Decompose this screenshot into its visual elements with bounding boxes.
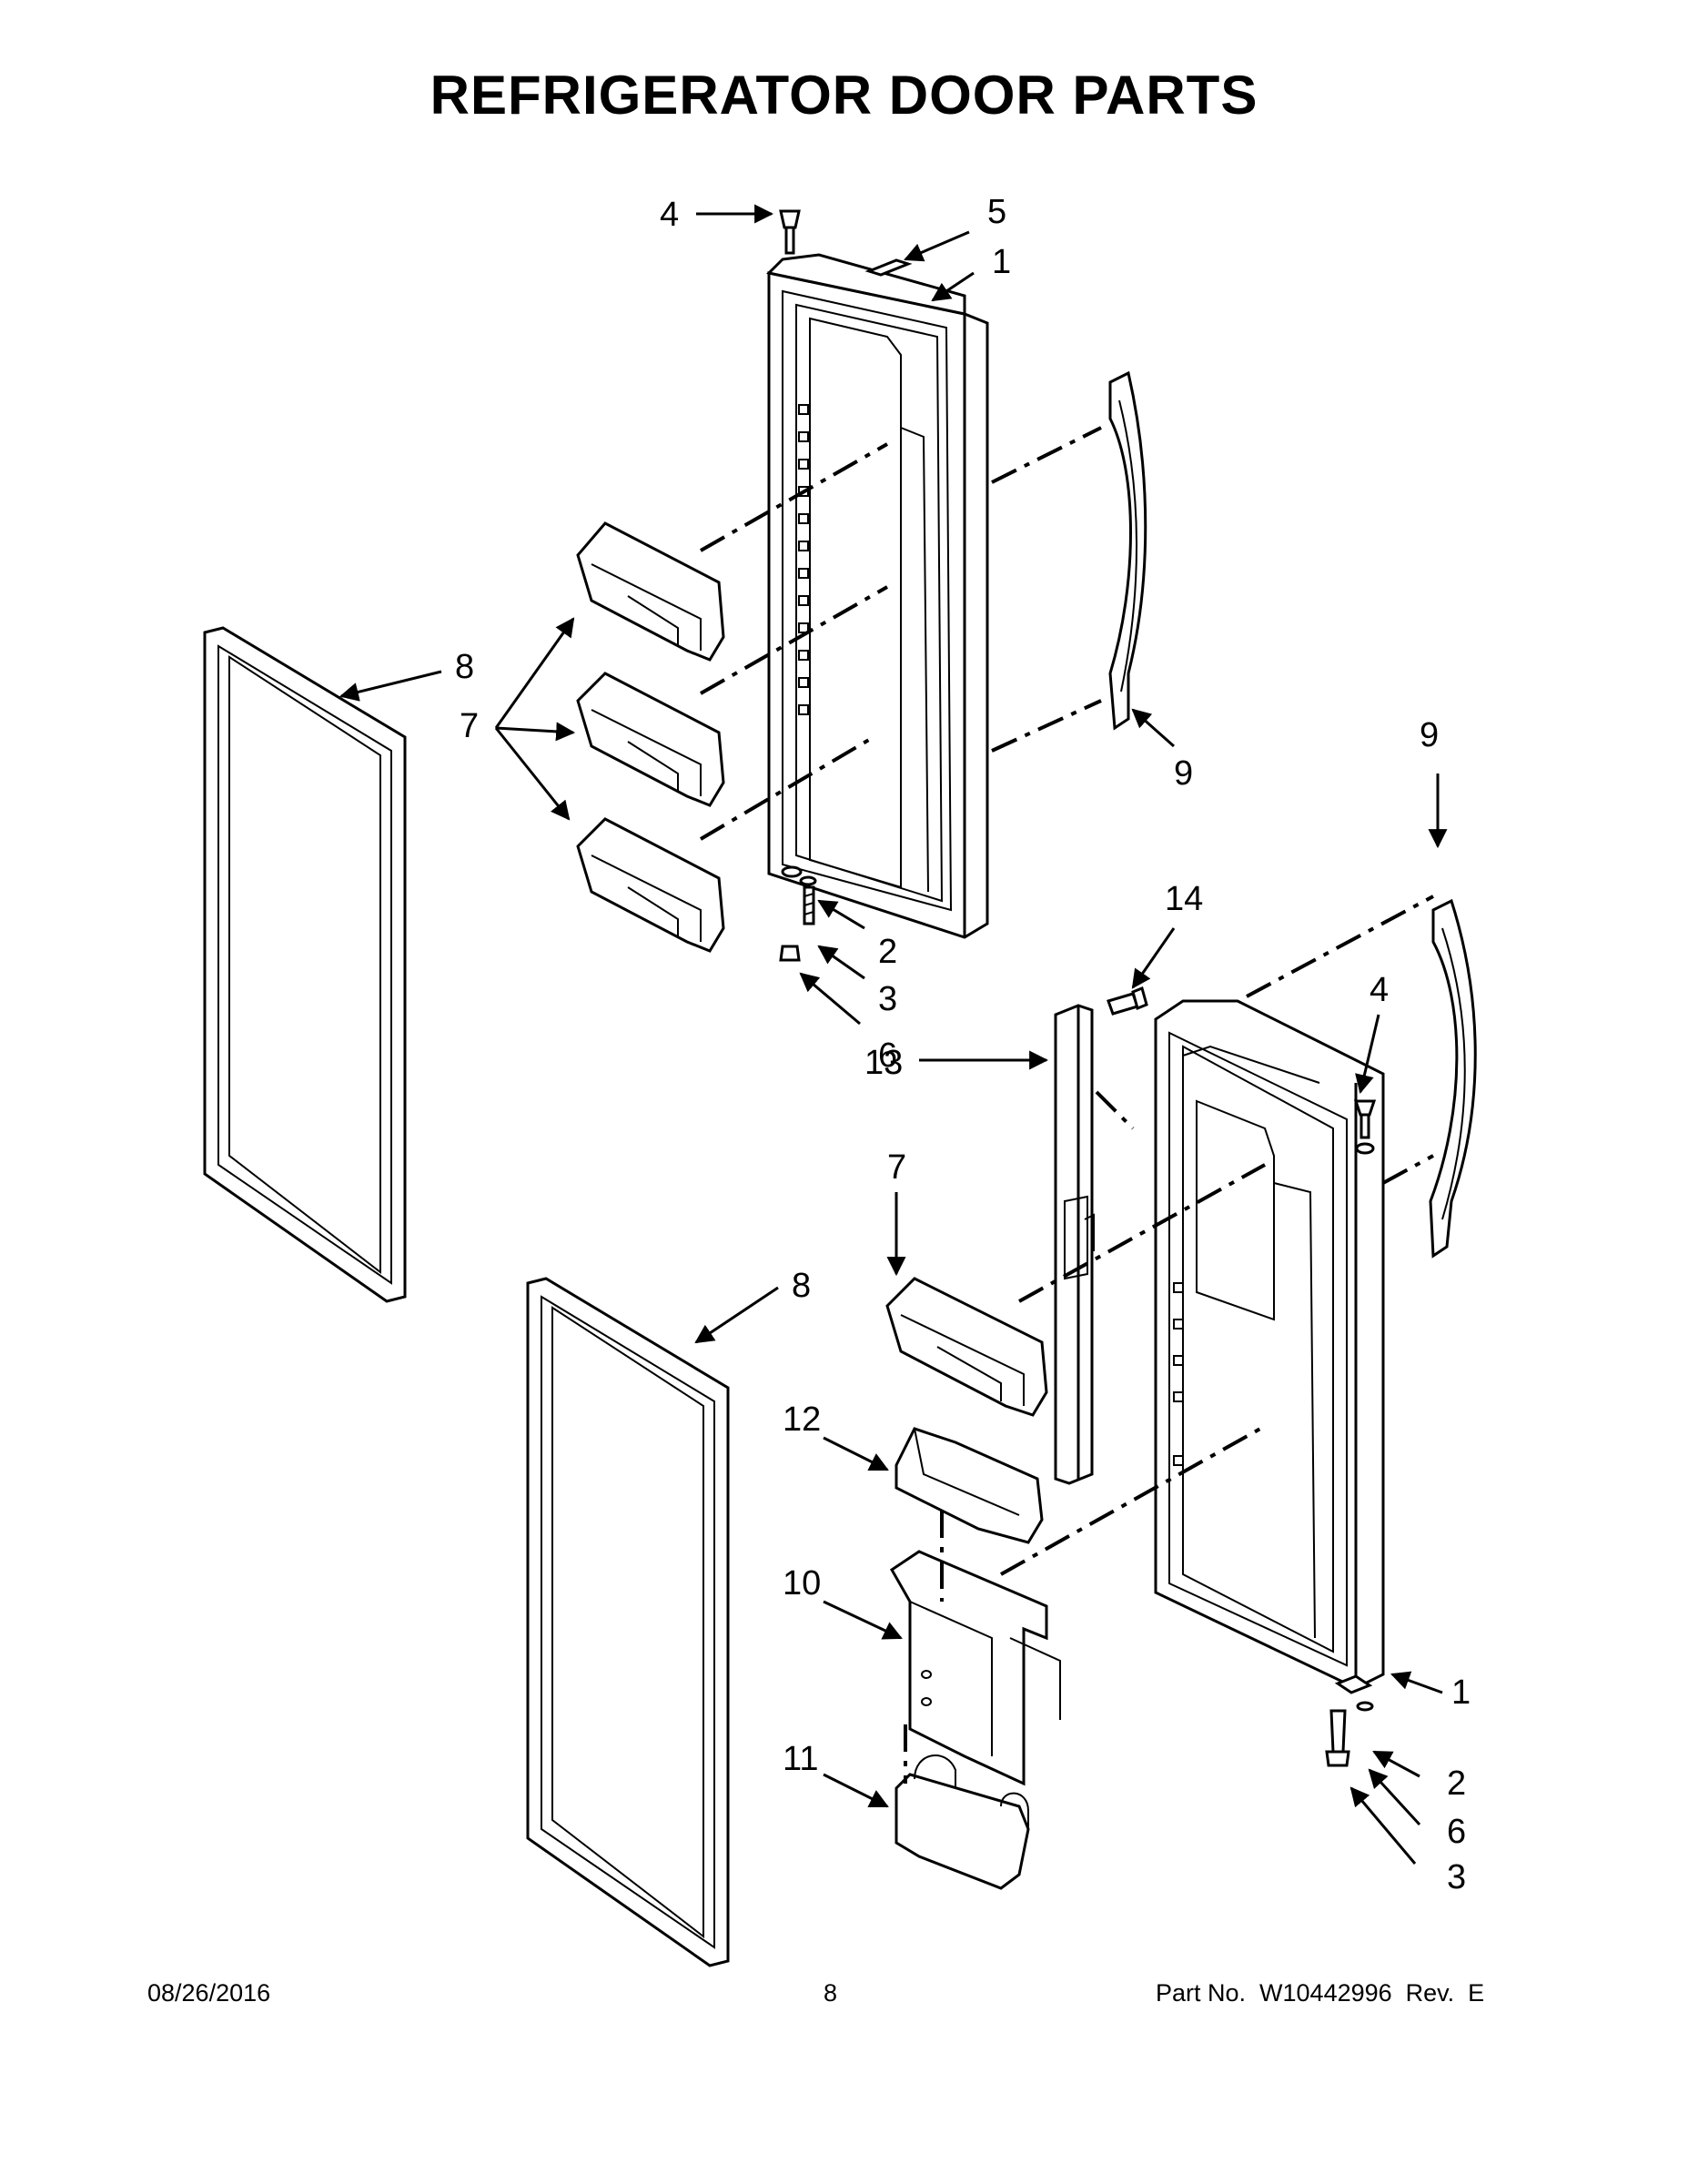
callout-6-left: 6 [878, 1036, 897, 1075]
callout-3-right: 3 [1447, 1858, 1466, 1896]
callout-5: 5 [987, 193, 1006, 231]
callout-12: 12 [783, 1400, 821, 1439]
callout-14: 14 [1165, 880, 1203, 918]
left-door [765, 253, 989, 939]
callout-2-right: 2 [1447, 1764, 1466, 1803]
door-gasket-left [203, 626, 407, 1303]
door-bin-3 [576, 817, 725, 953]
callout-4-top-left: 4 [660, 196, 679, 234]
hinge-pin-top-left [779, 209, 801, 255]
hinge-hardware-left [779, 865, 817, 962]
door-bin-1 [576, 521, 725, 662]
vertical-hinged-seal [1054, 1004, 1095, 1485]
callout-numbers: 4 5 1 8 7 9 2 3 6 9 14 4 13 7 8 12 10 11… [455, 193, 1471, 1896]
page-title: REFRIGERATOR DOOR PARTS [430, 65, 1258, 126]
callout-7-left: 7 [460, 707, 479, 745]
callout-6-right: 6 [1447, 1813, 1466, 1851]
footer-date: 08/26/2016 [147, 1979, 271, 2007]
door-handle-upper [1108, 370, 1147, 731]
screw [1107, 986, 1148, 1016]
callout-7-lower: 7 [887, 1148, 906, 1187]
right-door-bin-supports [1173, 1282, 1184, 1466]
hinge-plug [864, 258, 913, 277]
callout-8-lower: 8 [792, 1267, 811, 1305]
callout-13: 13 [864, 1044, 903, 1082]
hinge-hardware-right [1325, 1674, 1374, 1767]
callout-10: 10 [783, 1564, 821, 1603]
callout-2-left: 2 [878, 933, 897, 971]
door-bin-supports [798, 404, 809, 715]
door-bin-2 [576, 672, 725, 807]
door-gasket-lower [526, 1277, 730, 1967]
callout-3-left: 3 [878, 980, 897, 1018]
callout-11: 11 [783, 1740, 818, 1778]
callout-9-upper: 9 [1174, 754, 1193, 793]
door-handle-lower [1429, 898, 1477, 1259]
right-door [1154, 999, 1385, 1690]
leader-arrows [339, 204, 1448, 1865]
footer-part-number: Part No. W10442996 Rev. E [1156, 1979, 1485, 2007]
door-bin-lower [885, 1277, 1048, 1417]
callout-1-upper: 1 [992, 243, 1011, 281]
callout-1-lower: 1 [1451, 1673, 1471, 1712]
part-11-bin [895, 1754, 1030, 1890]
callout-8-left: 8 [455, 648, 474, 686]
footer-page-number: 8 [824, 1979, 838, 2007]
part-10-bracket [890, 1550, 1061, 1786]
callout-4-right: 4 [1370, 971, 1389, 1009]
assembly-lines [699, 426, 1434, 1784]
part-12-bin [895, 1427, 1044, 1544]
callout-9-right: 9 [1420, 716, 1439, 754]
hinge-pin-top-right [1353, 1099, 1377, 1155]
